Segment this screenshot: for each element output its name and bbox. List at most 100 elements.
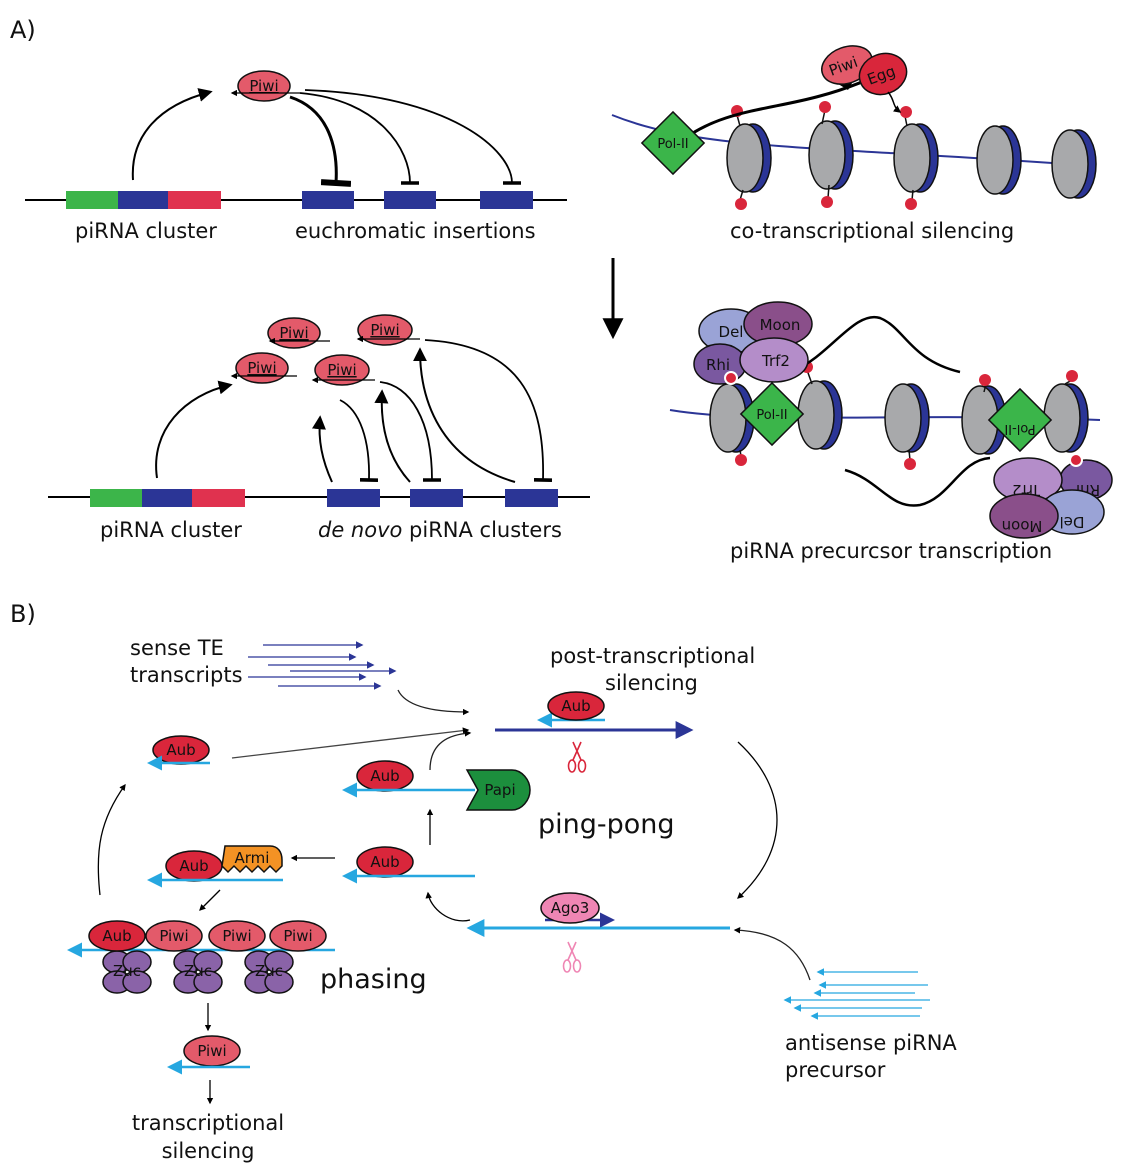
zuc-label: Zuc [255,962,283,980]
denovo-cluster-2 [410,489,463,507]
papi-label: Papi [484,781,515,799]
panel-b: sense TE transcripts post-transcriptiona… [67,636,957,1163]
cluster-label: piRNA cluster [75,219,217,243]
aub-label: Aub [102,927,131,945]
denovo-cluster-1 [327,489,380,507]
nucleosome-icon [797,380,843,450]
cluster-green-segment [90,489,142,507]
ts-label-1: transcriptional [132,1111,284,1135]
zuc-protein [102,950,152,994]
zuc-label: Zuc [113,962,141,980]
scissors-icon [562,941,582,973]
polii-label: Pol-II [1004,421,1035,436]
phasing-label: phasing [320,964,427,995]
piwi-protein [269,920,327,952]
denovo-label: de novo piRNA clusters [318,518,562,542]
cotx-caption: co-transcriptional silencing [730,219,1014,243]
cluster-navy-segment [142,489,192,507]
sense-label-2: transcripts [130,663,243,687]
a-top-left: Piwi piRNA cluster euchromatic insertion… [25,70,567,243]
denovo-cluster-3 [505,489,558,507]
piwi-label: Piwi [247,359,276,377]
a-bottom-right: Del Moon Rhi Trf2 Pol-II Pol-II Rhi Trf2… [669,301,1113,563]
polii-diamond [987,387,1053,453]
nucleosome-icon [808,120,854,190]
armi-label: Armi [235,849,270,867]
del-label: Del [719,323,744,341]
aub-label: Aub [179,857,208,875]
moon-label: Moon [1002,517,1043,535]
a-top-right: Pol-II Piwi Egg co-transcriptional silen… [611,45,1097,243]
egg-protein [858,52,908,96]
panel-b-label: B) [10,600,36,628]
nucleosome-icon [726,123,772,193]
antisense-label-2: precursor [785,1058,886,1082]
piwi-label: Piwi [222,927,251,945]
piwi-label: Piwi [197,1042,226,1060]
zuc-protein [244,950,294,994]
moon-protein [989,493,1059,539]
piwi-label: Piwi [279,324,308,342]
piwi-protein [145,920,203,952]
antisense-label-1: antisense piRNA [785,1031,957,1055]
cluster-label: piRNA cluster [100,518,242,542]
insertions-label: euchromatic insertions [295,219,536,243]
insertion-2 [384,191,436,209]
rhi-label: Rhi [706,356,730,374]
panel-a-label: A) [10,16,36,44]
cluster-navy-segment [118,191,168,209]
precursor-caption: piRNA precurcsor transcription [730,539,1052,563]
piwi-label: Piwi [249,77,278,95]
polii-label: Pol-II [657,137,688,152]
polii-label: Pol-II [756,408,787,423]
piwi-label: Piwi [159,927,188,945]
piwi-protein [357,314,413,346]
piwi-protein [314,354,370,386]
nucleosome-icon [1043,383,1089,453]
papi-protein [465,769,531,811]
post-label-2: silencing [605,671,698,695]
piwi-label: Piwi [327,361,356,379]
pingpong-label: ping-pong [538,809,675,840]
nucleosome-icon [893,123,939,193]
cluster-red-segment [168,191,221,209]
denovo-rest: piRNA clusters [402,518,562,542]
piwi-protein [208,920,266,952]
trf2-protein [739,337,809,383]
armi-protein [221,845,283,874]
nucleosome-icon [1051,129,1097,199]
polii-diamond [739,381,805,447]
del-label: Del [1060,513,1085,531]
sense-label-1: sense TE [130,636,224,660]
post-label-1: post-transcriptional [550,644,755,668]
antisense-transcripts [783,968,930,1020]
zuc-label: Zuc [184,962,212,980]
aub-label: Aub [166,741,195,759]
polii-diamond [640,110,706,176]
aub-label: Aub [370,767,399,785]
aub-protein [88,920,146,952]
denovo-italic: de novo [318,518,402,542]
piwi-label: Piwi [283,927,312,945]
moon-label: Moon [760,316,801,334]
ts-label-2: silencing [162,1139,255,1163]
aub-label: Aub [370,853,399,871]
ago3-label: Ago3 [551,899,590,917]
cluster-green-segment [66,191,118,209]
zuc-protein [173,950,223,994]
ago3-protein [540,892,600,924]
trf2-label: Trf2 [761,352,790,370]
nucleosome-icon [884,383,930,453]
cluster-red-segment [192,489,245,507]
zuc-proteins: Zuc Zuc Zuc [102,950,294,994]
insertion-3 [480,191,533,209]
scissors-icon [567,741,587,773]
aub-protein [547,691,605,721]
a-bottom-left: Piwi Piwi Piwi Piwi piRNA cluster de nov… [48,314,590,542]
sense-transcripts [248,641,397,690]
piwi-label: Piwi [370,321,399,339]
insertion-1 [302,191,354,209]
nucleosome-icon [976,125,1022,195]
aub-label: Aub [561,697,590,715]
